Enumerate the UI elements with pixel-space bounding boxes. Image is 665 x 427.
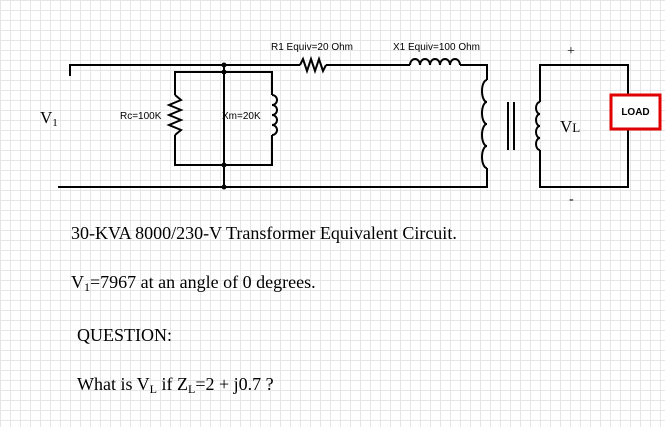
- node-dot: [221, 62, 227, 68]
- v1-statement: V1=7967 at an angle of 0 degrees.: [71, 272, 316, 295]
- x1-label: X1 Equiv=100 Ohm: [393, 42, 480, 53]
- rc-label: Rc=100K: [120, 111, 162, 122]
- v1-statement-rest: =7967 at an angle of 0 degrees.: [90, 272, 316, 292]
- xm-label: Xm=20K: [222, 111, 261, 122]
- question-sub2: L: [188, 382, 196, 396]
- top-wire-right: [460, 64, 488, 80]
- question-part3: =2 + j0.7 ?: [195, 374, 274, 394]
- xm-branch-wire-bottom: [224, 135, 273, 166]
- xm-inductor: [271, 94, 278, 136]
- secondary-winding: [535, 101, 541, 151]
- equivalent-circuit-diagram: LOAD R1 Equiv=20 Ohm X1 Equiv=100 Ohm Rc…: [40, 42, 662, 207]
- r1-resistor: [299, 55, 327, 75]
- v1-terminal-label: V1: [40, 108, 58, 129]
- xm-branch-wire: [224, 71, 273, 95]
- load-label: LOAD: [621, 107, 649, 118]
- x1-inductor: [409, 58, 461, 66]
- node-dot: [221, 69, 227, 75]
- secondary-top-wire: [539, 64, 629, 102]
- rc-branch-wire-bottom: [174, 135, 224, 166]
- plus-sign: +: [567, 44, 575, 59]
- minus-sign: -: [569, 192, 574, 207]
- question-part2: if Z: [157, 374, 189, 394]
- node-dot: [221, 162, 227, 168]
- r1-label: R1 Equiv=20 Ohm: [271, 42, 353, 53]
- rc-resistor: [166, 94, 184, 136]
- question-part1: What is V: [77, 374, 150, 394]
- question-sub1: L: [149, 382, 158, 396]
- rc-branch-wire: [174, 71, 224, 95]
- question-text: What is VL if ZL=2 + j0.7 ?: [77, 374, 274, 397]
- vl-terminal-label: VL: [560, 117, 580, 136]
- v1-statement-sub: 1: [84, 280, 90, 294]
- node-dot: [221, 184, 227, 190]
- load-box[interactable]: [609, 93, 662, 131]
- top-wire: [69, 64, 300, 76]
- circuit-title: 30-KVA 8000/230-V Transformer Equivalent…: [71, 223, 457, 243]
- secondary-bottom-wire: [539, 130, 629, 188]
- primary-winding: [481, 79, 488, 169]
- question-heading: QUESTION:: [77, 325, 172, 345]
- bottom-wire: [58, 168, 488, 188]
- v1-statement-prefix: V: [71, 272, 84, 292]
